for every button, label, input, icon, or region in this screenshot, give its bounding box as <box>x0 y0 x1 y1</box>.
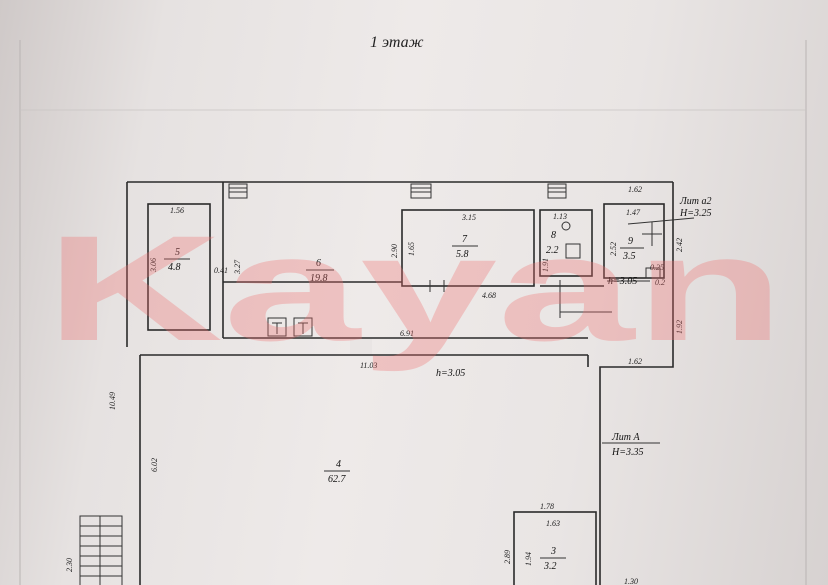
height-label: h=3.05 <box>436 368 465 379</box>
dim-label: 2.89 <box>503 550 512 564</box>
dim-label: 1.13 <box>553 212 567 221</box>
dim-label: 10.49 <box>108 392 117 410</box>
room-7-area: 5.8 <box>456 249 469 260</box>
room-3-area: 3.2 <box>543 561 557 572</box>
lit-a2-height: H=3.25 <box>679 208 711 219</box>
dim-label: 2.52 <box>609 242 618 256</box>
room-7-number: 7 <box>462 234 468 245</box>
dim-label: 4.68 <box>482 291 496 300</box>
room-5-outline <box>147 203 211 331</box>
outer-walls <box>126 181 674 585</box>
dim-label: 0.25 <box>650 263 664 272</box>
room-5-area: 4.8 <box>168 262 181 273</box>
room-4-number: 4 <box>336 459 341 470</box>
dim-label: 1.92 <box>675 320 684 334</box>
room-6-number: 6 <box>316 258 321 269</box>
dim-label: 1.30 <box>624 577 638 585</box>
toilet-icon <box>565 243 581 259</box>
lit-a-name: Лит А <box>611 432 640 443</box>
stove-icon <box>293 317 313 337</box>
sink-icon <box>561 221 571 231</box>
room-8-number: 8 <box>551 230 556 241</box>
staircase-icon <box>79 515 123 585</box>
dim-label: 1.63 <box>546 519 560 528</box>
room-3-number: 3 <box>550 546 556 557</box>
dim-label: 1.94 <box>524 552 533 566</box>
dim-label: 1.56 <box>170 206 184 215</box>
dim-label: 1.65 <box>407 242 416 256</box>
dim-label: 1.62 <box>628 185 642 194</box>
room-4-area: 62.7 <box>328 474 347 485</box>
lit-a-height: H=3.35 <box>611 447 643 458</box>
dim-label: 11.03 <box>360 361 377 370</box>
stove-icon <box>267 317 287 337</box>
windows-top <box>228 183 567 199</box>
page-title: 1 этаж <box>370 34 424 51</box>
room-8-area: 2.2 <box>546 245 559 256</box>
room-9-area: 3.5 <box>622 251 636 262</box>
dim-label: 6.91 <box>400 329 414 338</box>
room-7-outline <box>401 209 535 287</box>
dim-label: 3.15 <box>461 213 476 222</box>
dim-label: 0.41 <box>214 266 228 275</box>
room-3-outline <box>513 511 597 585</box>
dim-label: 3.06 <box>149 258 158 273</box>
height-label: h=3.05 <box>608 276 637 287</box>
room-9-outline <box>603 203 665 279</box>
room-8-outline <box>539 209 593 277</box>
dim-label: 2.30 <box>65 558 74 572</box>
dim-label: 6.02 <box>150 458 159 472</box>
lit-a2-name: Лит а2 <box>679 196 712 207</box>
room-6-area: 19.8 <box>310 273 328 284</box>
dim-label: 1.91 <box>541 258 550 272</box>
watermark-logo: Kayan <box>45 204 785 372</box>
dim-label: 2.90 <box>390 244 399 258</box>
dim-label: 3.27 <box>233 259 242 275</box>
dim-label: 0.2 <box>655 278 665 287</box>
room-5-number: 5 <box>175 247 180 258</box>
room-9-number: 9 <box>628 236 633 247</box>
dim-label: 1.78 <box>540 502 554 511</box>
dim-label: 1.62 <box>628 357 642 366</box>
dim-label: 1.47 <box>626 208 641 217</box>
dim-label: 2.42 <box>675 238 684 252</box>
